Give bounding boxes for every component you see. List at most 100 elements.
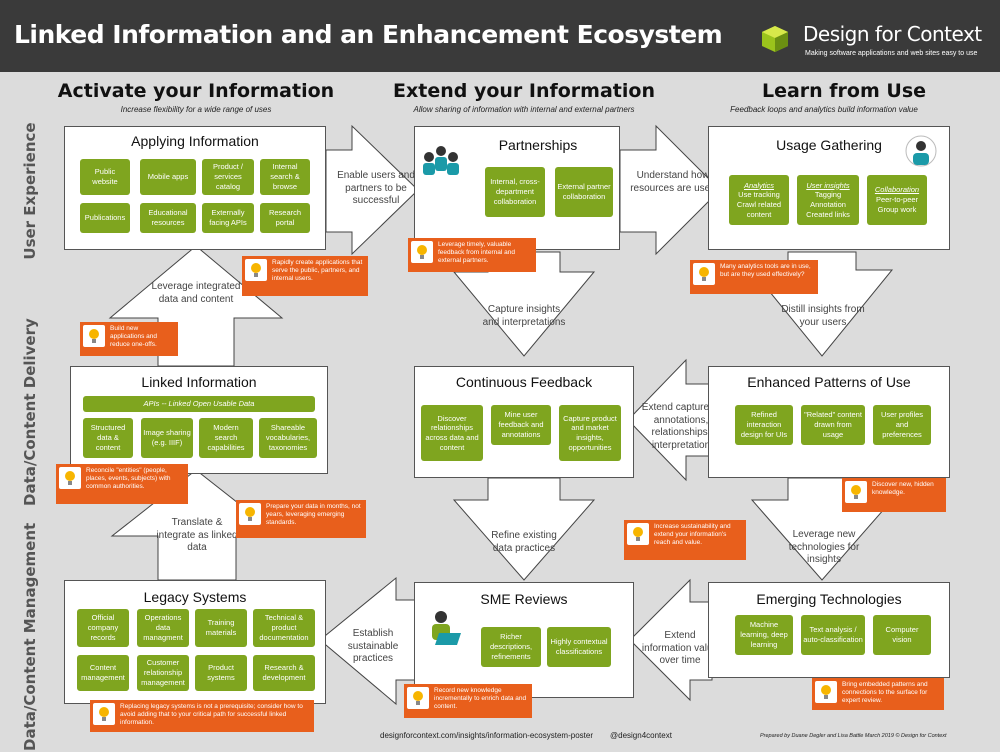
- footer-handle[interactable]: @design4context: [610, 731, 672, 740]
- lightbulb-icon: [83, 325, 105, 347]
- arrow-down-1: [452, 251, 596, 357]
- arrow-label-understand: Understand how resources are used: [630, 170, 716, 194]
- box-sme-reviews: SME Reviews Richer descriptions, refinem…: [414, 582, 634, 698]
- lightbulb-icon: [693, 263, 715, 285]
- brand-tagline: Making software applications and web sit…: [805, 50, 978, 57]
- box-title-emerging: Emerging Technologies: [756, 591, 902, 607]
- box-partnerships: Partnerships Internal, cross-department …: [414, 126, 620, 250]
- item-analytics-head: Analytics: [743, 180, 774, 190]
- arrow-label-establish: Establish sustainable practices: [347, 628, 399, 664]
- item-user-insights: User insights Tagging Annotation Created…: [797, 175, 859, 225]
- item-machine-learning: Machine learning, deep learning: [735, 615, 793, 655]
- lightbulb-icon: [59, 467, 81, 489]
- item-collaboration-body: Peer-to-peer Group work: [875, 195, 919, 214]
- footer-credit: Prepared by Duane Degler and Lisa Battle…: [760, 733, 947, 739]
- note-text: Build new applications and reduce one-of…: [110, 325, 157, 349]
- item-external-apis: Externally facing APIs: [202, 203, 254, 233]
- item-crm: Customer relationship management: [137, 655, 189, 691]
- note-prepare-data: Prepare your data in months, not years, …: [236, 500, 366, 538]
- note-text: Reconcile "entities" (people, places, ev…: [86, 467, 171, 491]
- note-analytics-tools: Many analytics tools are in use, but are…: [690, 260, 818, 294]
- box-title-usage: Usage Gathering: [776, 137, 882, 153]
- note-bring-patterns: Bring embedded patterns and connections …: [812, 678, 944, 710]
- item-operations-data: Operations data managment: [137, 609, 189, 647]
- box-legacy-systems: Legacy Systems Official company records …: [64, 580, 326, 704]
- note-text: Bring embedded patterns and connections …: [842, 681, 928, 705]
- item-official-records: Official company records: [77, 609, 129, 647]
- note-rapidly-create: Rapidly create applications that serve t…: [242, 256, 368, 296]
- note-record-knowledge: Record new knowledge incrementally to en…: [404, 684, 532, 718]
- lightbulb-icon: [627, 523, 649, 545]
- item-mine-feedback: Mine user feedback and annotations: [491, 405, 551, 445]
- column-heading-learn: Learn from Use: [761, 80, 927, 102]
- lightbulb-icon: [239, 503, 261, 525]
- item-discover-relationships: Discover relationships across data and c…: [421, 405, 483, 461]
- item-internal-collaboration: Internal, cross-department collaboration: [485, 167, 545, 217]
- brand-name: Design for Context: [803, 22, 982, 46]
- column-heading-activate: Activate your Information: [57, 80, 335, 102]
- lightbulb-icon: [407, 687, 429, 709]
- arrow-left-1: [627, 358, 713, 482]
- item-external-collaboration: External partner collaboration: [555, 167, 613, 217]
- lightbulb-icon: [845, 481, 867, 503]
- item-research-development: Research & development: [253, 655, 315, 691]
- footer-url[interactable]: designforcontext.com/insights/informatio…: [380, 731, 593, 740]
- note-text: Many analytics tools are in use, but are…: [720, 263, 811, 279]
- item-user-insights-head: User insights: [806, 180, 850, 190]
- arrow-right-1: [325, 124, 419, 256]
- apis-bar: APIs -- Linked Open Usable Data: [83, 396, 315, 412]
- item-user-profiles: User profiles and preferences: [873, 405, 931, 445]
- lightbulb-icon: [815, 681, 837, 703]
- note-leverage-feedback: Leverage timely, valuable feedback from …: [408, 238, 536, 272]
- item-modern-search: Modern search capabilities: [199, 418, 253, 458]
- box-title-sme: SME Reviews: [480, 591, 568, 607]
- note-discover-knowledge: Discover new, hidden knowledge.: [842, 478, 946, 512]
- note-text: Record new knowledge incrementally to en…: [434, 687, 527, 711]
- note-build-apps: Build new applications and reduce one-of…: [80, 322, 178, 356]
- item-analytics: Analytics Use tracking Crawl related con…: [729, 175, 789, 225]
- item-vocabularies: Shareable vocabularies, taxonomies: [259, 418, 317, 458]
- note-increase-sustainability: Increase sustainability and extend your …: [624, 520, 746, 560]
- note-text: Prepare your data in months, not years, …: [266, 503, 361, 527]
- arrow-label-enable-users: Enable users and partners to be successf…: [337, 170, 415, 206]
- item-related-content: "Related" content drawn from usage: [801, 405, 865, 445]
- item-structured-data: Structured data & content: [83, 418, 133, 458]
- arrow-right-2: [619, 124, 721, 256]
- partners-people-icon: [423, 146, 459, 175]
- arrow-label-capture-insights: Capture insights and interpretations: [482, 304, 566, 328]
- column-sub-activate: Increase flexibility for a wide range of…: [120, 105, 272, 114]
- box-linked-information: Linked Information APIs -- Linked Open U…: [70, 366, 328, 474]
- note-text: Increase sustainability and extend your …: [654, 523, 731, 547]
- note-replacing-legacy: Replacing legacy systems is not a prereq…: [90, 700, 314, 732]
- item-training: Training materials: [195, 609, 247, 647]
- item-mobile-apps: Mobile apps: [140, 159, 196, 195]
- item-publications: Publications: [80, 203, 130, 233]
- note-text: Leverage timely, valuable feedback from …: [438, 241, 515, 265]
- box-title-feedback: Continuous Feedback: [455, 374, 593, 390]
- item-collaboration-head: Collaboration: [874, 185, 920, 195]
- item-technical-docs: Technical & product documentation: [253, 609, 315, 647]
- box-emerging-technologies: Emerging Technologies Machine learning, …: [708, 582, 950, 678]
- arrow-down-3: [452, 477, 596, 581]
- item-text-analysis: Text analysis / auto-classification: [801, 615, 865, 655]
- item-educational: Educational resources: [140, 203, 196, 233]
- box-usage-gathering: Usage Gathering Analytics Use tracking C…: [708, 126, 950, 250]
- item-computer-vision: Computer vision: [873, 615, 931, 655]
- arrow-up-1: [108, 245, 284, 367]
- lightbulb-icon: [245, 259, 267, 281]
- note-reconcile-entities: Reconcile "entities" (people, places, ev…: [56, 464, 188, 504]
- box-title-patterns: Enhanced Patterns of Use: [747, 374, 911, 390]
- arrow-label-extend-capture: Extend capture of annotations, relations…: [641, 402, 721, 451]
- column-sub-learn: Feedback loops and analytics build infor…: [730, 105, 918, 114]
- logo-cube-icon: [762, 26, 788, 52]
- expert-laptop-icon: [432, 611, 461, 645]
- arrow-label-refine: Refine existing data practices: [491, 530, 557, 554]
- page-title: Linked Information and an Enhancement Ec…: [14, 20, 723, 49]
- box-title-linked: Linked Information: [141, 374, 257, 390]
- box-title-partnerships: Partnerships: [498, 137, 578, 153]
- item-refined-ui: Refined interaction design for UIs: [735, 405, 793, 445]
- column-sub-extend: Allow sharing of information with intern…: [413, 105, 635, 114]
- arrow-label-leverage-integrated: Leverage integrated data and content: [151, 281, 241, 305]
- user-icon: [905, 135, 937, 167]
- arrow-label-distill: Distill insights from your users: [781, 304, 865, 328]
